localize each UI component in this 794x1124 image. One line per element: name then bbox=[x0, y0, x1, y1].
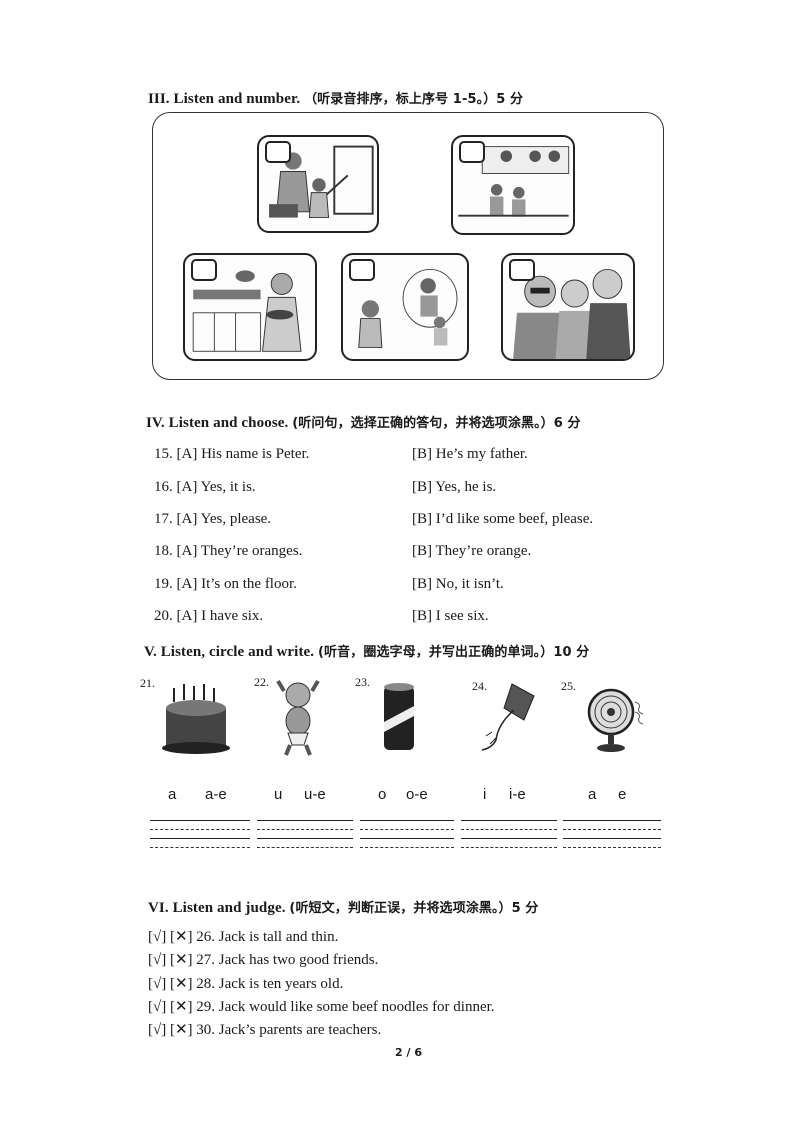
kitchen-icon bbox=[192, 270, 302, 352]
birthday-cake-icon bbox=[162, 684, 230, 754]
item-24-writing-lines[interactable] bbox=[461, 820, 557, 852]
picture-girl-in-kitchen bbox=[183, 253, 317, 361]
question-17-option-a[interactable]: 17. [A] Yes, please. bbox=[154, 511, 272, 527]
question-15-option-a[interactable]: 15. [A] His name is Peter. bbox=[154, 446, 310, 462]
girl-man-icon bbox=[358, 268, 458, 348]
question-18-option-b[interactable]: [B] They’re orange. bbox=[412, 543, 532, 559]
number-box-5[interactable] bbox=[509, 259, 535, 281]
section4-title: IV. Listen and choose. bbox=[146, 415, 289, 431]
item-22-option-1[interactable]: u bbox=[274, 786, 283, 803]
number-box-2[interactable] bbox=[459, 141, 485, 163]
section3-instruction: （听录音排序，标上序号 1-5。）5 分 bbox=[304, 92, 524, 107]
mother-child-icon bbox=[269, 145, 374, 219]
item-25-option-1[interactable]: a bbox=[588, 786, 597, 803]
picture-mother-and-child bbox=[257, 135, 379, 233]
item-24-option-2[interactable]: i-e bbox=[509, 786, 526, 803]
page-number: 2 / 6 bbox=[395, 1046, 422, 1059]
item-23-option-2[interactable]: o-e bbox=[406, 786, 428, 803]
item-24-number: 24. bbox=[472, 679, 487, 693]
item-21-option-1[interactable]: a bbox=[168, 786, 177, 803]
question-17-option-b[interactable]: [B] I’d like some beef, please. bbox=[412, 511, 594, 527]
section3-heading: III. Listen and number. （听录音排序，标上序号 1-5。… bbox=[148, 88, 523, 108]
item-21-number: 21. bbox=[140, 676, 155, 690]
question-20-option-a[interactable]: 20. [A] I have six. bbox=[154, 608, 264, 624]
section4-instruction: (听问句，选择正确的答句，并将选项涂黑。）6 分 bbox=[292, 416, 581, 431]
soda-can-icon bbox=[384, 683, 414, 750]
restaurant-icon bbox=[458, 146, 570, 217]
question-15-option-b[interactable]: [B] He’s my father. bbox=[412, 446, 528, 462]
item-25-writing-lines[interactable] bbox=[563, 820, 661, 852]
item-25-number: 25. bbox=[561, 679, 576, 693]
item-23-writing-lines[interactable] bbox=[360, 820, 454, 852]
section5-instruction: (听音，圈选字母，并写出正确的单词。）10 分 bbox=[318, 645, 590, 660]
question-20-option-b[interactable]: [B] I see six. bbox=[412, 608, 489, 624]
question-19-option-a[interactable]: 19. [A] It’s on the floor. bbox=[154, 576, 297, 592]
item-24-option-1[interactable]: i bbox=[483, 786, 487, 803]
statement-30[interactable]: [√] [✕] 30. Jack’s parents are teachers. bbox=[148, 1022, 382, 1038]
picture-family bbox=[501, 253, 635, 361]
section4-heading: IV. Listen and choose. (听问句，选择正确的答句，并将选项… bbox=[146, 412, 581, 432]
section6-heading: VI. Listen and judge. (听短文，判断正误，并将选项涂黑。）… bbox=[148, 897, 539, 917]
statement-28[interactable]: [√] [✕] 28. Jack is ten years old. bbox=[148, 976, 344, 992]
picture-restaurant bbox=[451, 135, 575, 235]
item-21-option-2[interactable]: a-e bbox=[205, 786, 227, 803]
number-box-1[interactable] bbox=[265, 141, 291, 163]
question-16-option-b[interactable]: [B] Yes, he is. bbox=[412, 479, 497, 495]
statement-29[interactable]: [√] [✕] 29. Jack would like some beef no… bbox=[148, 999, 495, 1015]
section5-heading: V. Listen, circle and write. (听音，圈选字母，并写… bbox=[144, 641, 589, 661]
item-22-option-2[interactable]: u-e bbox=[304, 786, 326, 803]
kite-icon bbox=[481, 683, 535, 751]
section3-title: III. Listen and number. bbox=[148, 91, 301, 107]
item-23-number: 23. bbox=[355, 675, 370, 689]
baby-icon bbox=[276, 679, 320, 756]
fan-icon bbox=[587, 688, 644, 752]
section6-instruction: (听短文，判断正误，并将选项涂黑。）5 分 bbox=[289, 901, 539, 916]
item-22-number: 22. bbox=[254, 675, 269, 689]
number-box-4[interactable] bbox=[349, 259, 375, 281]
item-23-option-1[interactable]: o bbox=[378, 786, 387, 803]
number-box-3[interactable] bbox=[191, 259, 217, 281]
family-icon bbox=[513, 268, 631, 359]
question-18-option-a[interactable]: 18. [A] They’re oranges. bbox=[154, 543, 303, 559]
statement-27[interactable]: [√] [✕] 27. Jack has two good friends. bbox=[148, 952, 379, 968]
section6-title: VI. Listen and judge. bbox=[148, 900, 286, 916]
item-21-writing-lines[interactable] bbox=[150, 820, 250, 852]
item-22-writing-lines[interactable] bbox=[257, 820, 353, 852]
question-16-option-a[interactable]: 16. [A] Yes, it is. bbox=[154, 479, 256, 495]
statement-26[interactable]: [√] [✕] 26. Jack is tall and thin. bbox=[148, 929, 339, 945]
picture-panel bbox=[152, 112, 664, 380]
item-25-option-2[interactable]: e bbox=[618, 786, 627, 803]
picture-girl-and-man bbox=[341, 253, 469, 361]
section5-title: V. Listen, circle and write. bbox=[144, 644, 315, 660]
question-19-option-b[interactable]: [B] No, it isn’t. bbox=[412, 576, 504, 592]
